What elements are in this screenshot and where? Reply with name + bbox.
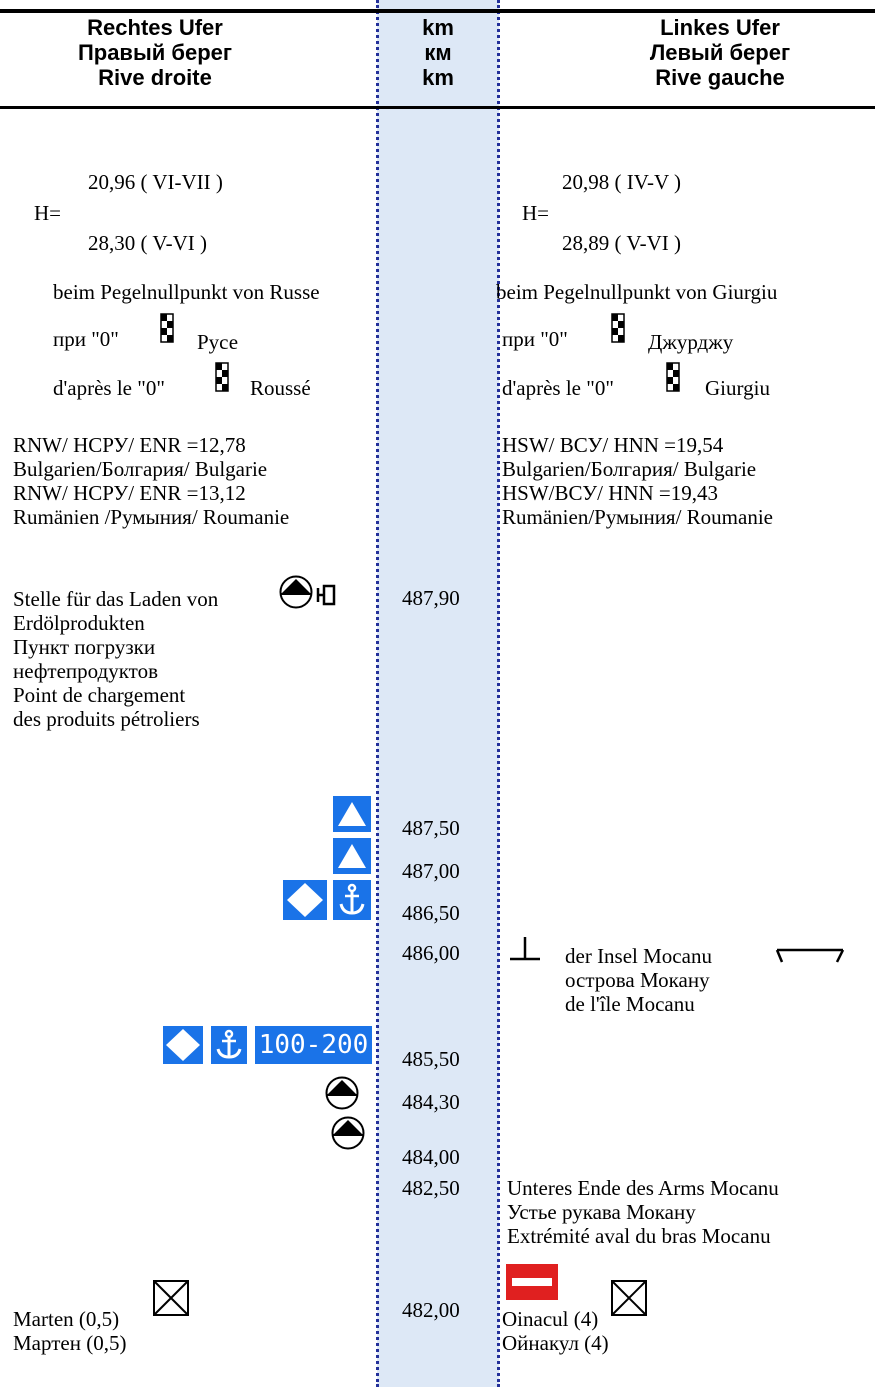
diamond-sign-icon [283,880,327,920]
km-mark: 486,00 [402,941,460,965]
gauge-staff-icon [215,362,229,397]
gauge-right-line3-b: Roussé [250,376,311,400]
header-right-de: Rechtes Ufer [87,15,223,40]
arm-end-ru: Устье рукава Мокану [507,1200,696,1224]
header-right-fr: Rive droite [98,65,212,90]
crossed-box-icon [611,1280,647,1321]
arm-end-de: Unteres Ende des Arms Mocanu [507,1176,779,1200]
berth-boat-icon [331,1116,365,1155]
marten-text: Marten (0,5) Мартен (0,5) [13,1307,126,1355]
island-de: der Insel Mocanu [565,944,712,968]
anchor-sign-icon [211,1026,247,1064]
berth-boat-icon [325,1076,359,1115]
km-mark: 482,00 [402,1298,460,1322]
bridge-span-icon [773,940,849,971]
gauge-staff-icon [160,313,174,348]
km-column [377,0,499,1387]
km-mark: 482,50 [402,1176,460,1200]
km-mark: 486,50 [402,901,460,925]
oil-point-text: Stelle für das Laden von Erdölprodukten … [13,587,218,731]
triangle-sign-icon [333,796,371,832]
oil-point-fr-2: des produits pétroliers [13,707,200,731]
island-start-icon [508,935,542,968]
header-km-de: km [422,15,454,40]
level-left-3: HSW/ВСУ/ HNN =19,43 [502,481,719,505]
oil-point-fr-1: Point de chargement [13,683,186,707]
triangle-sign-icon [333,838,371,874]
header-left-de: Linkes Ufer [660,15,780,40]
top-rule [0,9,875,13]
oil-point-ru-1: Пункт погрузки [13,635,156,659]
header-rule [0,106,875,109]
header-left-fr: Rive gauche [655,65,785,90]
oinacul-ru: Ойнакул (4) [502,1331,609,1355]
level-right-2: Bulgarien/Болгария/ Bulgarie [13,457,268,481]
header-km: km км km [377,15,499,90]
gauge-right-bottom: 28,30 ( V-VI ) [88,231,207,255]
km-column-right-border [497,0,500,1387]
gauge-right-line1: beim Pegelnullpunkt von Russe [53,280,320,304]
km-mark: 487,00 [402,859,460,883]
header-right-ru: Правый берег [77,40,233,65]
levels-right: RNW/ НСРУ/ ENR =12,78 Bulgarien/Болгария… [13,433,289,529]
gauge-left-line1: beim Pegelnullpunkt von Giurgiu [496,280,778,304]
level-left-4: Rumänien/Румыния/ Roumanie [502,505,773,529]
header-km-fr: km [422,65,454,90]
km-column-left-border [376,0,379,1387]
oil-point-ru-2: нефтепродуктов [13,659,158,683]
berth-boat-icon [279,575,313,614]
level-left-1: HSW/ ВСУ/ HNN =19,54 [502,433,724,457]
arm-end-fr: Extrémité aval du bras Mocanu [507,1224,771,1248]
gauge-left-top: 20,98 ( IV-V ) [562,170,681,194]
gauge-left-h: H= [522,201,550,225]
level-right-4: Rumänien /Румыния/ Roumanie [13,505,290,529]
no-entry-sign-icon [506,1264,558,1300]
km-mark: 484,00 [402,1145,460,1169]
diamond-sign-icon [163,1026,203,1064]
level-right-3: RNW/ НСРУ/ ENR =13,12 [13,481,246,505]
oinacul-de: Oinacul (4) [502,1307,599,1331]
km-mark: 487,50 [402,816,460,840]
km-mark: 485,50 [402,1047,460,1071]
header-right-bank: Rechtes Ufer Правый берег Rive droite [0,15,310,90]
island-ru: острова Мокану [565,968,710,992]
island-fr: de l'île Mocanu [565,992,695,1016]
gauge-right-line2-b: Русе [197,330,239,354]
level-right-1: RNW/ НСРУ/ ENR =12,78 [13,433,246,457]
island-text: der Insel Mocanu острова Мокану de l'île… [565,944,712,1016]
gauge-right-line2-a: при "0" [53,327,119,351]
level-left-2: Bulgarien/Болгария/ Bulgarie [502,457,757,481]
anchor-sign-icon [333,880,371,920]
oil-point-de-2: Erdölprodukten [13,611,145,635]
distance-sign: 100-200 [255,1026,372,1064]
gauge-left-bottom: 28,89 ( V-VI ) [562,231,681,255]
gauge-left-line2-b: Джурджу [648,330,734,354]
oil-point-de-1: Stelle für das Laden von [13,587,219,611]
km-mark: 484,30 [402,1090,460,1114]
gauge-right-line3-a: d'après le "0" [53,376,165,400]
gauge-left-line2-a: при "0" [502,327,568,351]
header-left-ru: Левый берег [649,40,791,65]
fuel-pump-icon [316,584,338,611]
oinacul-text: Oinacul (4) Ойнакул (4) [502,1307,609,1355]
header-left-bank: Linkes Ufer Левый берег Rive gauche [600,15,840,90]
crossed-box-icon [153,1280,189,1321]
levels-left: HSW/ ВСУ/ HNN =19,54 Bulgarien/Болгария/… [502,433,773,529]
header-km-ru: км [424,40,452,65]
gauge-right-top: 20,96 ( VI-VII ) [88,170,223,194]
km-mark: 487,90 [402,586,460,610]
marten-ru: Мартен (0,5) [13,1331,127,1355]
gauge-staff-icon [611,313,625,348]
marten-de: Marten (0,5) [13,1307,120,1331]
arm-end-text: Unteres Ende des Arms Mocanu Устье рукав… [507,1176,779,1248]
gauge-left-line3-b: Giurgiu [705,376,770,400]
gauge-right-h: H= [34,201,62,225]
gauge-staff-icon [666,362,680,397]
gauge-left-line3-a: d'après le "0" [502,376,614,400]
